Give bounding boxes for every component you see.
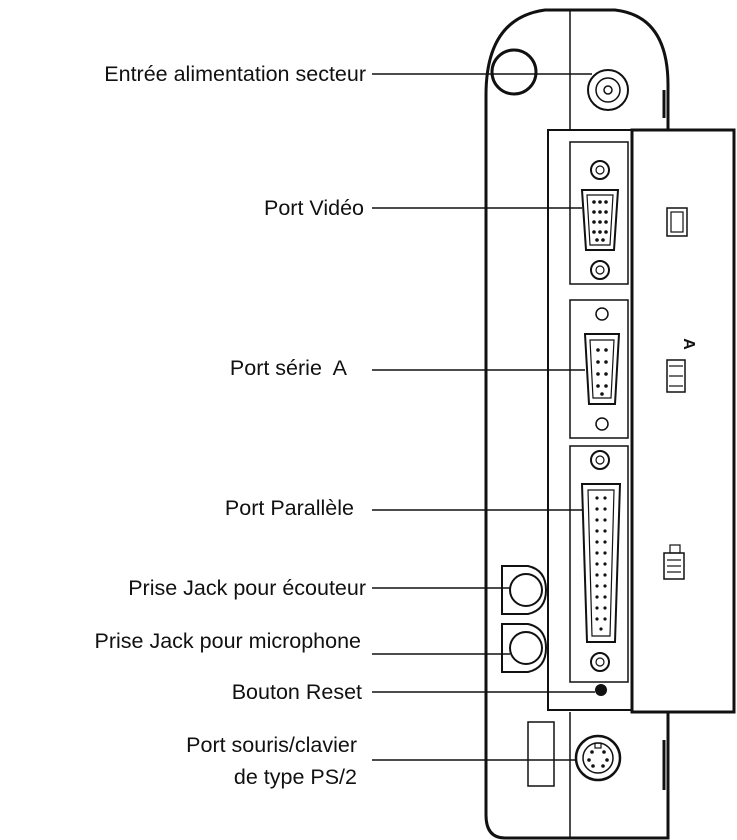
- power-input-jack: [587, 69, 629, 111]
- label-serial-port: Port série A: [229, 356, 347, 380]
- port-cover-door: [630, 128, 736, 714]
- headphone-jack: [501, 565, 548, 615]
- leader-lines: [372, 73, 595, 761]
- label-headphone-jack: Prise Jack pour écouteur: [128, 576, 366, 600]
- reset-button-hole: [595, 684, 607, 696]
- latch-slot: [527, 721, 555, 787]
- label-ps2-port-line1: Port souris/clavier: [186, 733, 357, 757]
- label-power-input: Entrée alimentation secteur: [104, 62, 366, 86]
- serial-icon: [666, 359, 686, 393]
- video-port-connector: [580, 160, 620, 280]
- strap-loop: [490, 48, 538, 96]
- printer-icon: [663, 544, 685, 580]
- parallel-port-connector: [580, 450, 622, 672]
- label-ps2-port-line2: de type PS/2: [233, 765, 357, 789]
- label-parallel-port: Port Parallèle: [224, 496, 354, 520]
- serial-door-letter: A: [680, 338, 697, 350]
- laptop-side-body: [484, 8, 670, 840]
- microphone-jack: [501, 623, 548, 673]
- monitor-icon: [666, 207, 688, 237]
- serial-port-connector: [583, 307, 621, 431]
- label-video-port: Port Vidéo: [263, 196, 364, 220]
- label-microphone-jack: Prise Jack pour microphone: [94, 629, 361, 653]
- label-reset-button: Bouton Reset: [231, 680, 362, 704]
- ps2-port-connector: [574, 734, 622, 782]
